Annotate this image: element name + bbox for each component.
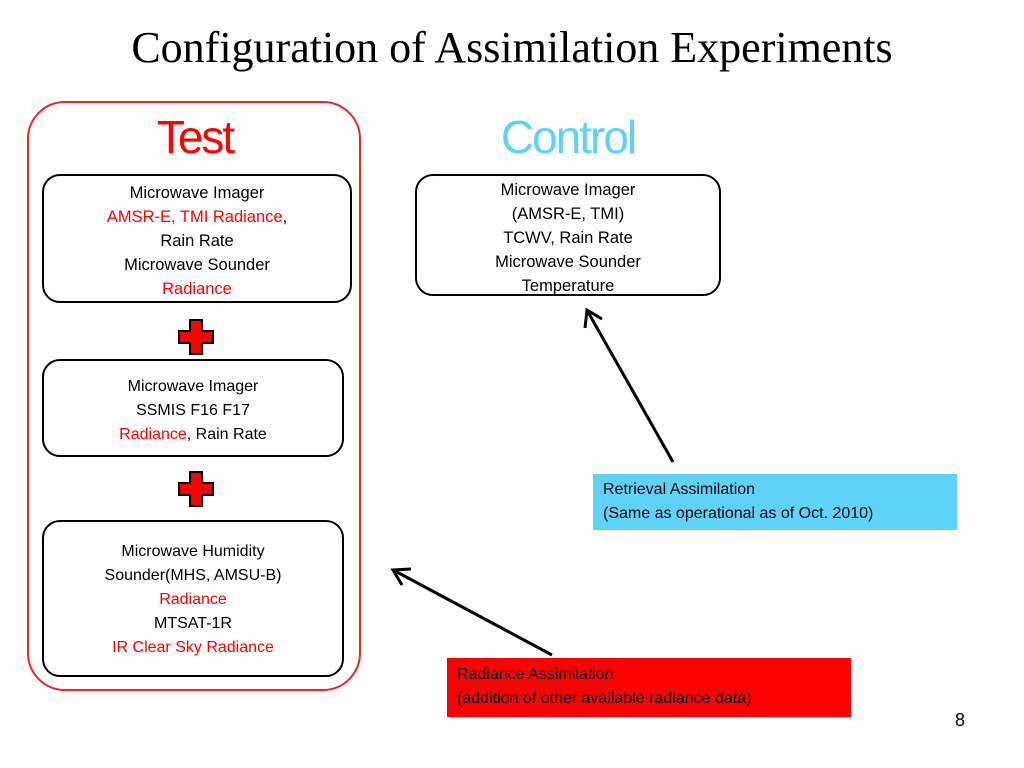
arrow-icon	[390, 567, 553, 657]
plus-icon	[178, 471, 214, 507]
control-box-line2-open: (	[511, 205, 518, 223]
control-box-line3: TCWV, Rain Rate	[503, 229, 633, 247]
control-box-line4: Microwave Sounder	[495, 253, 641, 271]
arrow-icon	[583, 307, 675, 463]
test-box2-line3-red: Radiance	[119, 426, 187, 443]
retrieval-assimilation-callout: Retrieval Assimilation (Same as operatio…	[593, 474, 957, 530]
control-box-line1: Microwave Imager	[500, 181, 636, 199]
slide-title: Configuration of Assimilation Experiment…	[131, 23, 893, 72]
test-box2-line2: SSMIS F16 F17	[136, 402, 250, 419]
test-box2-line1: Microwave Imager	[127, 378, 259, 395]
test-box1-line3: Rain Rate	[160, 232, 234, 250]
plus-icon	[178, 319, 214, 355]
test-box3-line1: Microwave Humidity	[121, 543, 265, 560]
test-box-humidity-sounder: Microwave Humidity Sounder(MHS, AMSU-B) …	[42, 520, 344, 677]
test-box1-line2-red: AMSR-E, TMI Radiance	[106, 208, 283, 226]
test-heading: Test	[156, 111, 235, 163]
test-box2-line3: Radiance, Rain Rate	[44, 423, 342, 447]
control-box-line2: (AMSR-E, TMI)	[417, 202, 719, 226]
test-box1-line4: Microwave Sounder	[124, 256, 270, 274]
control-box-line5: Temperature	[521, 277, 615, 295]
control-box: Microwave Imager (AMSR-E, TMI) TCWV, Rai…	[415, 174, 721, 296]
test-box3-line2: Sounder(MHS, AMSU-B)	[104, 567, 282, 584]
page-number: 8	[954, 710, 965, 730]
test-box3-line4: MTSAT-1R	[154, 615, 232, 632]
test-box1-line1: Microwave Imager	[129, 184, 265, 202]
test-box-microwave-imager-sounder: Microwave Imager AMSR-E, TMI Radiance, R…	[42, 174, 352, 303]
test-box-ssmis: Microwave Imager SSMIS F16 F17 Radiance,…	[42, 359, 344, 457]
retrieval-callout-line2: (Same as operational as of Oct. 2010)	[603, 505, 874, 522]
test-box3-line3: Radiance	[159, 591, 227, 608]
control-box-line2-bold: AMSR-E, TMI	[517, 205, 619, 223]
radiance-callout-line1: Radiance Assimilation	[457, 666, 614, 683]
control-heading: Control	[500, 111, 637, 163]
radiance-callout-line2: (addition of other available radiance da…	[457, 690, 752, 707]
test-box1-line2: AMSR-E, TMI Radiance,	[44, 205, 350, 229]
radiance-assimilation-callout: Radiance Assimilation (addition of other…	[447, 658, 851, 717]
test-box1-line2-tail: ,	[282, 208, 288, 226]
test-box2-line3-tail: , Rain Rate	[186, 426, 267, 443]
test-box1-line5: Radiance	[162, 280, 232, 298]
test-box3-line5: IR Clear Sky Radiance	[112, 639, 274, 656]
test-group-frame	[27, 101, 361, 691]
control-box-line2-close: )	[618, 205, 625, 223]
retrieval-callout-line1: Retrieval Assimilation	[603, 481, 756, 498]
